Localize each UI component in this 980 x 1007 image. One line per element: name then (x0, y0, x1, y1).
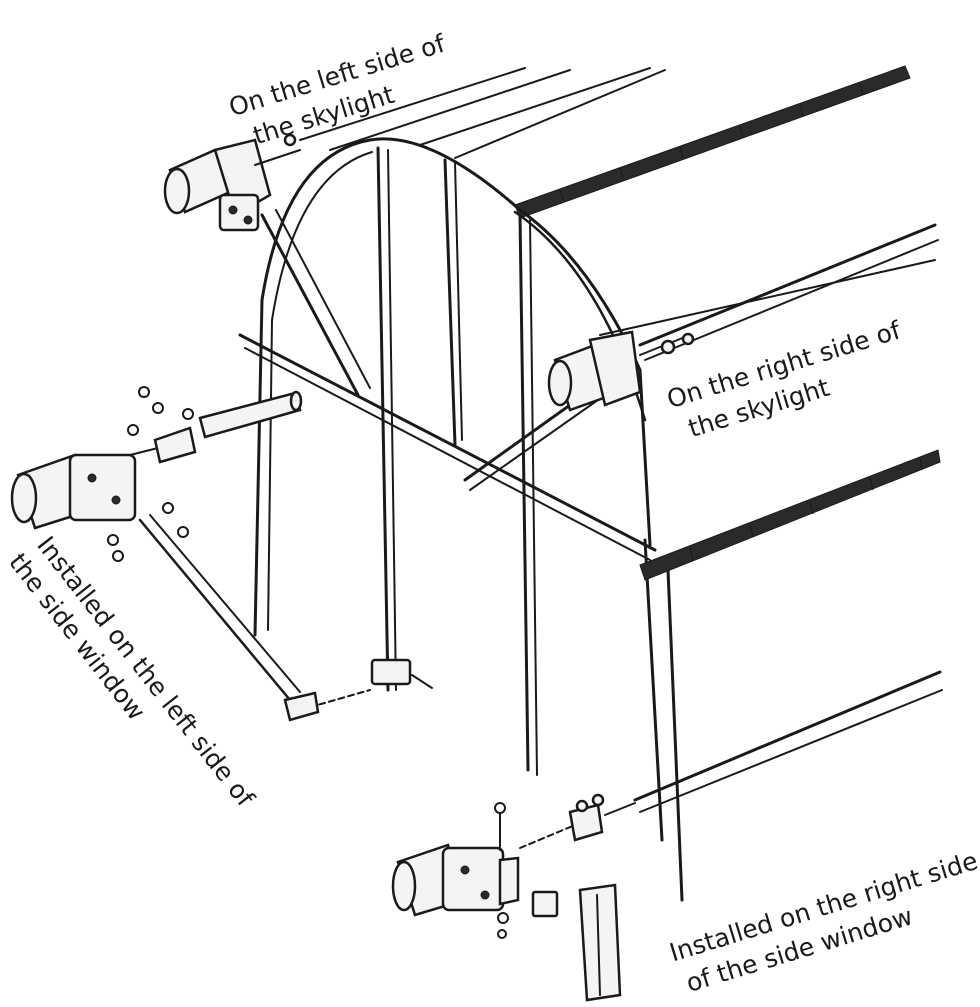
label-right-side-window: Installed on the right side of the side … (666, 846, 980, 998)
label-left-side-window-line1: Installed on the left side of (31, 531, 260, 813)
left-skylight-motor (163, 133, 301, 232)
left-side-window-motor (10, 386, 433, 722)
right-skylight-motor (547, 330, 695, 412)
greenhouse-structure (238, 65, 943, 902)
label-left-skylight: On the left side of the skylight (225, 28, 449, 150)
right-side-window-motor (391, 793, 636, 1002)
label-left-side-window: Installed on the left side of the side w… (3, 531, 260, 813)
label-right-skylight: On the right side of the skylight (663, 315, 904, 443)
